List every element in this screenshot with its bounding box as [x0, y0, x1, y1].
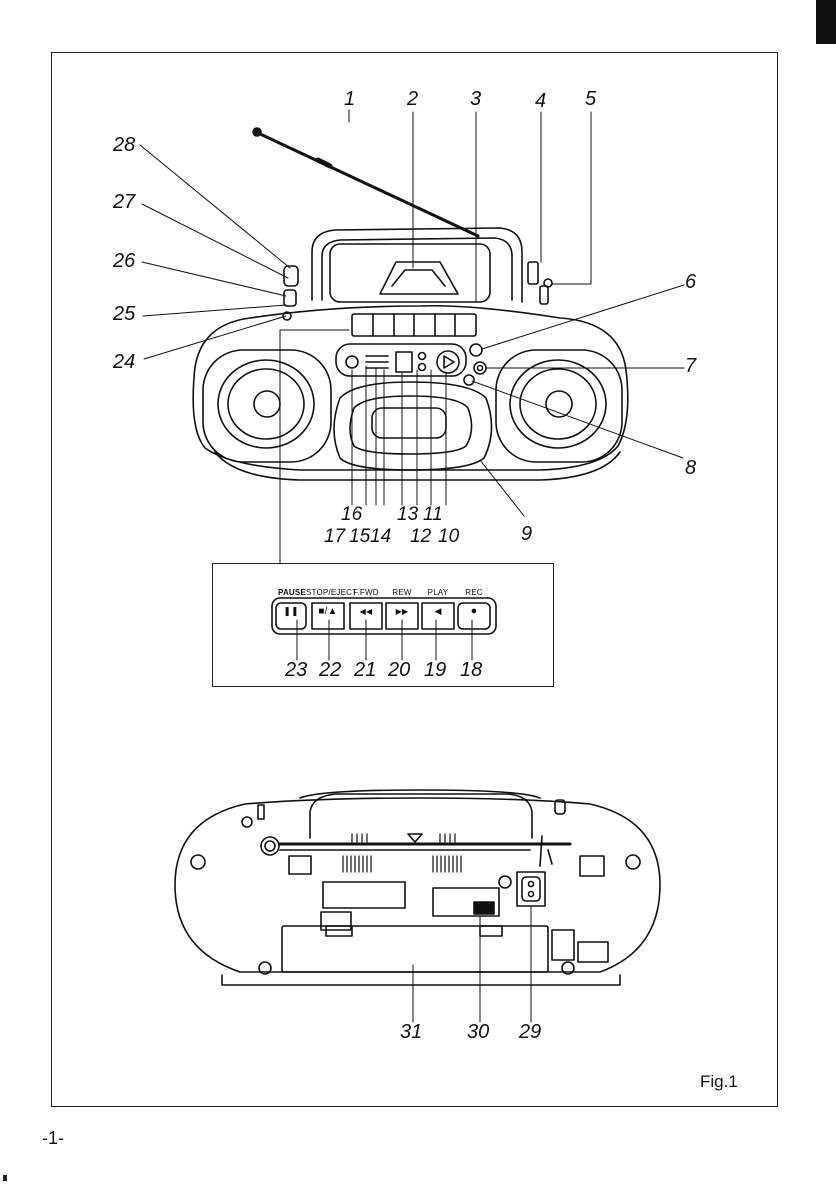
callout-23: 23 — [285, 660, 307, 680]
callout-26: 26 — [113, 251, 135, 271]
cassette-door[interactable] — [334, 382, 492, 470]
callout-11: 11 — [423, 505, 443, 525]
callout-30: 30 — [467, 1022, 489, 1042]
callout-28: 28 — [113, 135, 135, 155]
scan-mark — [3, 1175, 7, 1181]
callout-4: 4 — [535, 91, 546, 111]
callout-15: 15 — [349, 527, 370, 547]
button-8[interactable] — [464, 375, 474, 385]
main-body — [193, 306, 628, 470]
callout-21: 21 — [354, 660, 376, 680]
cassette-controls-inset — [212, 563, 554, 687]
right-speaker — [496, 350, 622, 462]
callout-17: 17 — [324, 527, 345, 547]
callout-19: 19 — [424, 660, 446, 680]
tuning-knob[interactable] — [284, 290, 296, 306]
callout-24: 24 — [113, 352, 135, 372]
callout-1: 1 — [344, 89, 355, 109]
figure-caption: Fig.1 — [700, 1072, 738, 1092]
cd-display — [396, 352, 412, 372]
callout-18: 18 — [460, 660, 482, 680]
callout-16: 16 — [341, 505, 362, 525]
label-rec: REC — [452, 588, 496, 597]
callout-3: 3 — [470, 89, 481, 109]
callout-12: 12 — [410, 527, 431, 547]
battery-compartment[interactable] — [282, 926, 548, 972]
volume-knob[interactable] — [284, 266, 298, 286]
cd-play-button[interactable] — [437, 351, 459, 373]
callout-22: 22 — [319, 660, 341, 680]
voltage-selector[interactable] — [474, 902, 494, 914]
callout-7: 7 — [685, 356, 696, 376]
callout-13: 13 — [397, 505, 418, 525]
callout-5: 5 — [585, 89, 596, 109]
callout-25: 25 — [113, 304, 135, 324]
callout-27: 27 — [113, 192, 135, 212]
left-speaker — [203, 350, 331, 462]
callout-20: 20 — [388, 660, 410, 680]
button-6[interactable] — [470, 344, 482, 356]
callout-14: 14 — [370, 527, 391, 547]
function-switch[interactable] — [540, 286, 548, 304]
callout-6: 6 — [685, 272, 696, 292]
callout-10: 10 — [438, 527, 459, 547]
callout-31: 31 — [400, 1022, 422, 1042]
page-number: -1- — [42, 1128, 64, 1149]
callout-9: 9 — [521, 524, 532, 544]
back-view — [175, 790, 660, 1022]
callout-29: 29 — [519, 1022, 541, 1042]
button-7[interactable] — [474, 362, 486, 374]
antenna — [253, 128, 478, 236]
callout-2: 2 — [407, 89, 418, 109]
callout-8: 8 — [685, 458, 696, 478]
record-button[interactable]: ● — [452, 605, 496, 617]
